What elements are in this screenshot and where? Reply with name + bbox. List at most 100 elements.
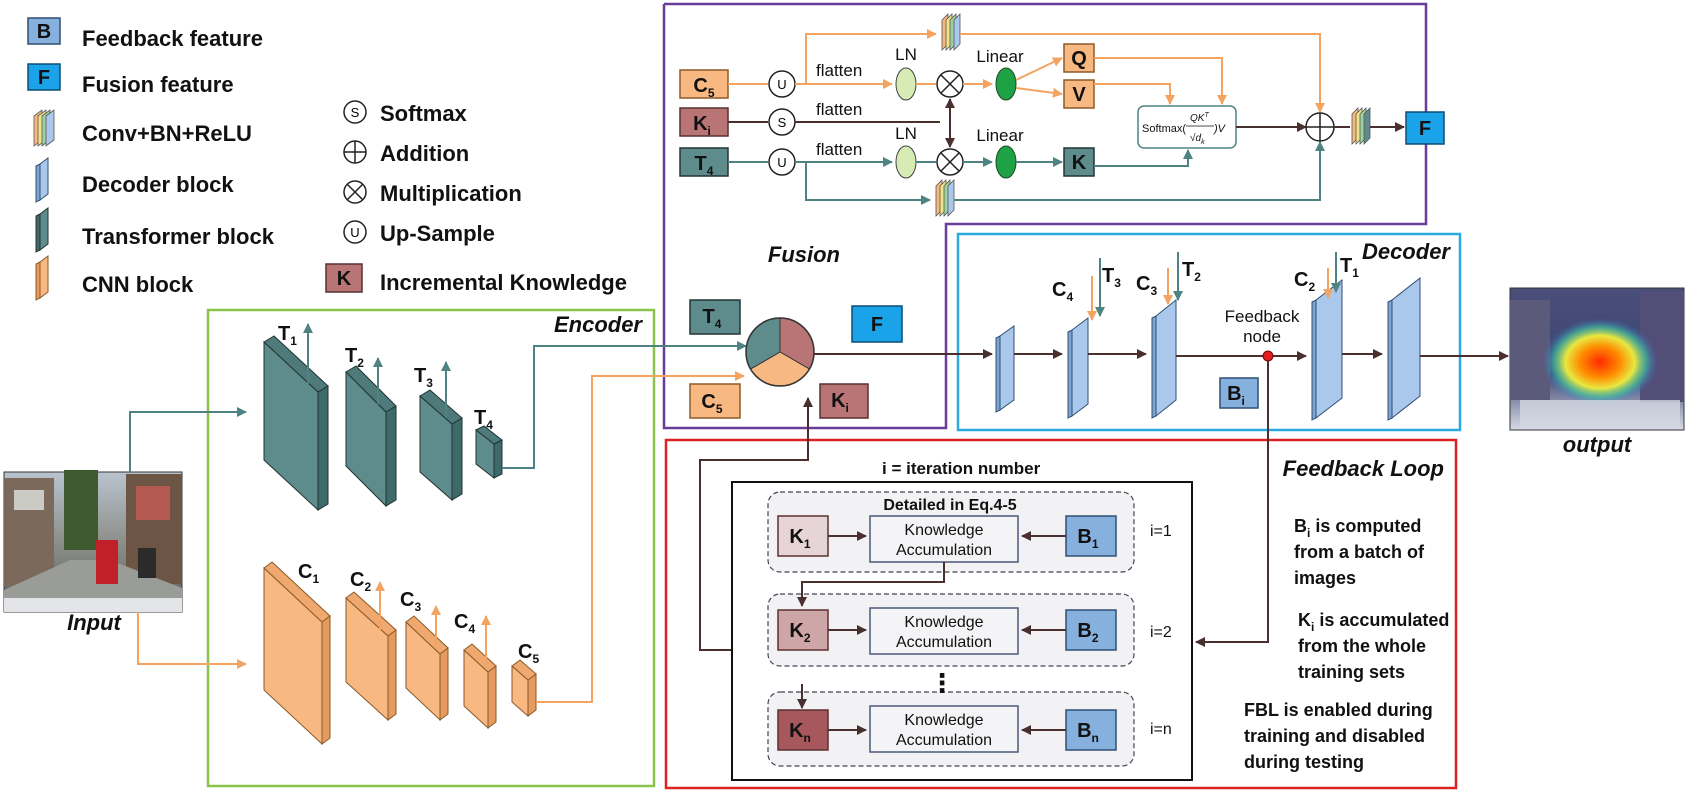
decoder-block-1 <box>995 325 1015 413</box>
encoder-title: Encoder <box>554 312 643 337</box>
iteration-n-label: i=n <box>1150 721 1172 738</box>
encoder-border <box>206 308 656 788</box>
svg-text:Knowledge: Knowledge <box>904 712 983 729</box>
transformer-block-icon <box>35 207 49 253</box>
dec-c2-label: C2 <box>1294 269 1315 294</box>
dec-t1-label: T1 <box>1340 255 1359 280</box>
fusion-border <box>662 2 1428 430</box>
upsample-node-1: U <box>768 70 796 98</box>
k-to-attention-arrow <box>1094 149 1193 167</box>
layernorm-node-2 <box>895 145 917 179</box>
svg-text:Ki: Ki <box>831 390 849 415</box>
addition-label: Addition <box>380 141 469 166</box>
feedback-node-to-loop-arrow <box>1195 361 1269 647</box>
note-bi: Bi is computed from a batch of images <box>1294 516 1425 588</box>
upsample-label: Up-Sample <box>380 221 495 246</box>
conv-to-add-arrow-bottom <box>954 141 1325 201</box>
input-image <box>3 470 183 613</box>
transformer-block-3 <box>419 389 463 502</box>
iteration-number-label: i = iteration number <box>882 459 1041 478</box>
fusion-conv-top-icon <box>941 13 961 51</box>
t2-label: T2 <box>345 345 364 370</box>
feedback-loop-title: Feedback Loop <box>1283 456 1444 481</box>
legend-feedback: B Feedback feature <box>27 17 263 51</box>
svg-text:Softmax(: Softmax( <box>1142 123 1186 135</box>
decoder-block-icon <box>35 157 49 203</box>
loop-to-fusion-arrow <box>699 397 813 651</box>
svg-text:from a batch of: from a batch of <box>1294 542 1425 562</box>
output-image <box>1509 287 1685 431</box>
cnn-block-4 <box>463 643 497 730</box>
q-to-attention-arrow <box>1094 57 1227 105</box>
svg-text:T4: T4 <box>703 306 722 331</box>
cnn-block-1 <box>263 561 331 746</box>
legend-addition: Addition <box>343 140 469 166</box>
svg-text:S: S <box>778 115 787 130</box>
v-to-attention-arrow <box>1094 83 1175 105</box>
detailed-eq-label: Detailed in Eq.4-5 <box>883 497 1016 514</box>
transformer-block-label: Transformer block <box>82 224 275 249</box>
iteration-1-label: i=1 <box>1150 523 1172 540</box>
cnn-block-3 <box>405 615 449 722</box>
feedback-loop-border <box>664 438 1458 790</box>
transformer-block-4 <box>475 425 503 480</box>
decoder-block-label: Decoder block <box>82 172 234 197</box>
svg-text:T4: T4 <box>695 153 714 178</box>
svg-text:Bn: Bn <box>1077 720 1099 745</box>
output-title: output <box>1563 432 1633 457</box>
c1-label: C1 <box>298 561 319 586</box>
t1-label: T1 <box>278 323 297 348</box>
k-box: K <box>1063 147 1095 177</box>
svg-text:V: V <box>1072 84 1086 106</box>
svg-text:B1: B1 <box>1077 526 1098 551</box>
fusion-c5-box: C5 <box>679 69 729 100</box>
knowledge-letter: K <box>337 268 352 290</box>
fusion-feature-swatch <box>27 63 61 91</box>
legend-softmax: S Softmax <box>343 100 468 126</box>
softmax-symbol-letter: S <box>351 105 360 120</box>
decoder-bi-box: Bi <box>1219 377 1259 409</box>
svg-text:Bi is computed: Bi is computed <box>1294 516 1421 540</box>
decoder-border <box>956 232 1462 432</box>
v-box: V <box>1063 79 1095 109</box>
fusion-f-box: F <box>1405 111 1445 145</box>
decoder-block-5 <box>1387 276 1421 421</box>
svg-text:Accumulation: Accumulation <box>896 634 992 651</box>
t3-label: T3 <box>414 365 433 390</box>
knowledge-accumulation-n: Knowledge Accumulation <box>869 705 1019 753</box>
knowledge-accumulation-1: Knowledge Accumulation <box>869 515 1019 563</box>
k1-box: K1 <box>777 515 829 557</box>
svg-text:F: F <box>1419 118 1431 140</box>
svg-text:U: U <box>777 155 786 170</box>
iteration-ellipsis: ⋮ <box>929 668 955 698</box>
svg-text:Accumulation: Accumulation <box>896 542 992 559</box>
q-box: Q <box>1063 43 1095 73</box>
t4-label: T4 <box>474 407 493 432</box>
fusion-conv-out-icon <box>1351 107 1371 145</box>
svg-text:FBL is enabled during: FBL is enabled during <box>1244 700 1433 720</box>
svg-text:K2: K2 <box>789 620 810 645</box>
transformer-block-1 <box>263 335 329 512</box>
knowledge-accumulation-2: Knowledge Accumulation <box>869 607 1019 655</box>
softmax-node: S <box>768 108 796 136</box>
fusion-pie-node <box>745 317 815 387</box>
decoder-block-2 <box>1067 317 1089 419</box>
multiplication-node-2 <box>936 148 964 176</box>
note-ki: Ki is accumulated from the whole trainin… <box>1298 610 1449 682</box>
conv-bn-relu-icon <box>33 109 55 147</box>
addition-node <box>1305 112 1335 142</box>
t4-to-fusion-arrow <box>502 341 747 469</box>
dec-t2-label: T2 <box>1182 259 1201 284</box>
ln-label-2: LN <box>895 124 917 143</box>
svg-text:K1: K1 <box>789 526 810 551</box>
svg-text:from the whole: from the whole <box>1298 636 1426 656</box>
upsample-symbol-letter: U <box>350 225 359 240</box>
feedback-node-dot <box>1262 350 1274 362</box>
decoder-title: Decoder <box>1362 239 1451 264</box>
kn-box: Kn <box>777 709 829 751</box>
c4-label: C4 <box>454 611 475 636</box>
legend-upsample: U Up-Sample <box>343 220 495 246</box>
feedback-node-label-line2: node <box>1243 327 1281 346</box>
legend-transformer: Transformer block <box>35 207 275 253</box>
